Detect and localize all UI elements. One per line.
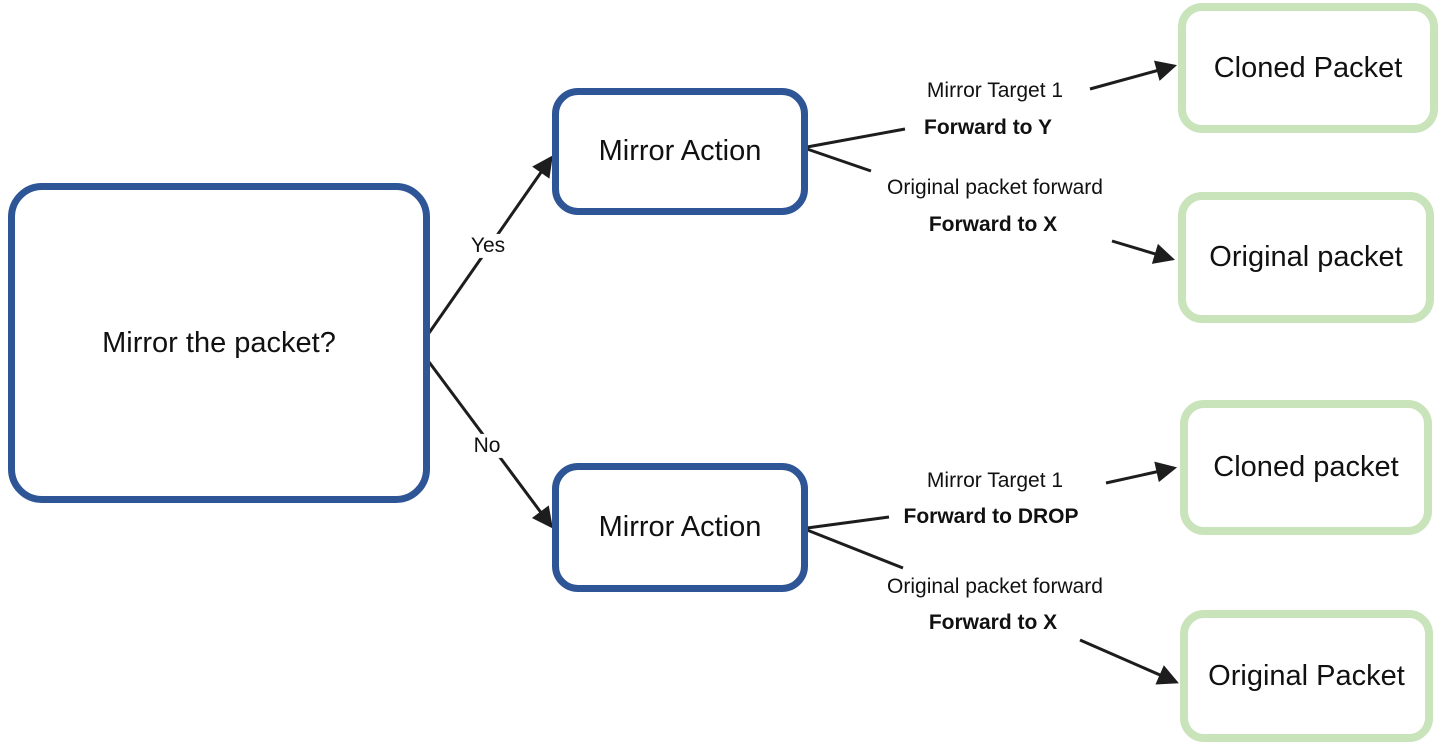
connector-yes-original: [1111, 239, 1176, 264]
action-node-label: Mirror Action: [598, 135, 762, 167]
edge-label-forward-to-x-no: Forward to X: [925, 610, 1061, 636]
output-node-cloned-packet-no: Cloned packet: [1180, 400, 1432, 535]
output-node-cloned-packet-yes: Cloned Packet: [1178, 3, 1438, 133]
edge-label-forward-to-y: Forward to Y: [921, 115, 1055, 141]
edge-label-forward-to-x-yes: Forward to X: [925, 212, 1061, 238]
connector-no-cloned: [1105, 461, 1178, 485]
connector-no-original: [1079, 638, 1179, 685]
edge-label-original-forward-no: Original packet forward: [884, 574, 1106, 600]
edge-label-no: No: [470, 433, 504, 459]
action-node-label: Mirror Action: [598, 511, 762, 543]
edge-label-mirror-target-no: Mirror Target 1: [923, 468, 1067, 494]
output-node-label: Cloned packet: [1213, 451, 1399, 483]
output-node-original-packet-no: Original Packet: [1180, 610, 1433, 742]
fork-yes-lower: [806, 147, 872, 173]
output-node-label: Original packet: [1209, 241, 1403, 273]
decision-node-mirror-packet: Mirror the packet?: [8, 183, 430, 503]
edge-label-forward-to-drop: Forward to DROP: [900, 504, 1082, 530]
decision-node-label: Mirror the packet?: [102, 326, 336, 359]
edge-label-original-forward-yes: Original packet forward: [884, 175, 1106, 201]
connector-yes-cloned: [1089, 60, 1178, 91]
fork-no-upper: [806, 515, 890, 530]
fork-no-lower: [806, 528, 904, 570]
action-node-mirror-action-no: Mirror Action: [552, 463, 808, 592]
edge-label-mirror-target-yes: Mirror Target 1: [923, 78, 1067, 104]
fork-yes-upper: [806, 127, 906, 149]
action-node-mirror-action-yes: Mirror Action: [552, 88, 808, 215]
edge-label-yes: Yes: [467, 233, 509, 259]
output-node-label: Original Packet: [1208, 659, 1405, 692]
output-node-label: Cloned Packet: [1213, 51, 1403, 84]
output-node-original-packet-yes: Original packet: [1178, 192, 1434, 323]
